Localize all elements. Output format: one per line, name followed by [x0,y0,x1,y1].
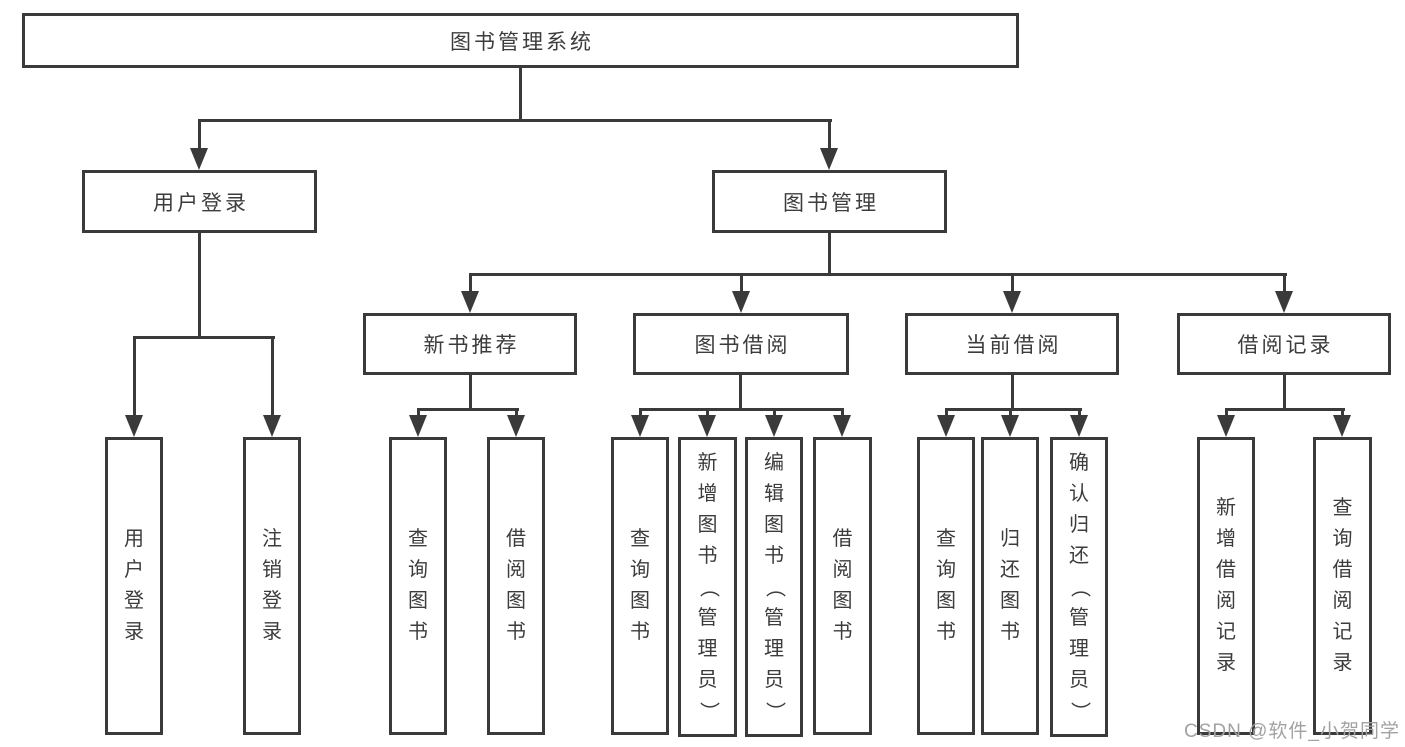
arrow-to-book-management [820,119,838,170]
leaf-query-books-current-label: 查询图书 [936,528,956,643]
connector-recommend-stem [469,375,472,408]
node-new-book-recommend: 新书推荐 [363,313,577,375]
leaf-borrow-books-borrowing: 借阅图书 [813,437,872,735]
leaf-add-borrow-record: 新增借阅记录 [1197,437,1255,735]
leaf-borrow-books-recommend: 借阅图书 [487,437,545,735]
node-new-book-recommend-label: 新书推荐 [423,334,520,357]
leaf-query-borrow-record-label: 查询借阅记录 [1332,497,1353,674]
leaf-query-borrow-record: 查询借阅记录 [1313,437,1372,735]
arrow-to-new-book-recommend [461,273,479,313]
node-borrowing-records-label: 借阅记录 [1237,334,1334,357]
arrow-to-borrowing-records [1275,273,1293,313]
leaf-add-books-admin-label: 新增图书（管理员） [697,451,719,722]
arrow-to-leaf-add-borrow-record [1217,408,1235,437]
leaf-query-books-recommend: 查询图书 [389,437,447,735]
connector-borrowing-bar [639,408,844,411]
arrow-to-leaf-query-books-recommend [409,408,427,437]
connector-borrowing-stem [739,375,742,408]
arrow-to-leaf-return-books [1001,408,1019,437]
node-current-borrowing: 当前借阅 [905,313,1119,375]
node-user-login-label: 用户登录 [153,191,249,215]
leaf-borrow-books-recommend-label: 借阅图书 [506,528,526,643]
arrow-to-leaf-logout [263,336,281,437]
connector-records-stem [1283,375,1286,408]
node-root-label: 图书管理系统 [450,30,594,54]
node-book-borrowing-label: 图书借阅 [694,334,791,357]
leaf-query-books-recommend-label: 查询图书 [408,528,428,643]
connector-records-bar [1225,408,1345,411]
connector-book-management-bar [469,273,1287,276]
arrow-to-leaf-query-books-borrowing [631,408,649,437]
arrow-to-leaf-query-books-current [937,408,955,437]
leaf-logout-label: 注销登录 [262,528,282,643]
leaf-user-login-label: 用户登录 [124,528,144,643]
node-user-login: 用户登录 [82,170,317,233]
connector-recommend-bar [417,408,519,411]
leaf-borrow-books-borrowing-label: 借阅图书 [832,528,853,643]
connector-root-bar [198,119,832,122]
leaf-query-books-current: 查询图书 [917,437,975,735]
connector-user-login-bar [133,336,275,339]
leaf-query-books-borrowing: 查询图书 [611,437,669,735]
connector-book-management-stem [828,233,831,273]
node-current-borrowing-label: 当前借阅 [965,334,1062,357]
arrow-to-book-borrowing [732,273,750,313]
node-borrowing-records: 借阅记录 [1177,313,1391,375]
arrow-to-leaf-edit-books-admin [765,408,783,437]
leaf-query-books-borrowing-label: 查询图书 [630,528,650,643]
arrow-to-leaf-confirm-return [1070,408,1088,437]
leaf-user-login: 用户登录 [105,437,163,735]
leaf-add-borrow-record-label: 新增借阅记录 [1216,497,1236,674]
node-root-library-system: 图书管理系统 [22,13,1019,68]
arrow-to-leaf-borrow-books-recommend [507,408,525,437]
leaf-return-books-label: 归还图书 [1000,528,1020,643]
arrow-to-leaf-query-borrow-record [1333,408,1351,437]
node-book-management: 图书管理 [712,170,947,233]
arrow-to-user-login [190,119,208,170]
arrow-to-current-borrowing [1003,273,1021,313]
watermark: CSDN @软件_小贺同学 [1184,721,1400,742]
arrow-to-leaf-user-login [125,336,143,437]
connector-current-stem [1011,375,1014,408]
leaf-edit-books-admin-label: 编辑图书（管理员） [763,451,786,722]
connector-root-stem [519,68,522,119]
leaf-confirm-return-admin: 确认归还（管理员） [1050,437,1108,737]
connector-current-bar [945,408,1082,411]
leaf-return-books: 归还图书 [981,437,1039,735]
leaf-logout: 注销登录 [243,437,301,735]
connector-user-login-stem [198,233,201,336]
arrow-to-leaf-add-books-admin [698,408,716,437]
leaf-edit-books-admin: 编辑图书（管理员） [745,437,803,737]
node-book-management-label: 图书管理 [783,191,879,215]
leaf-add-books-admin: 新增图书（管理员） [678,437,737,737]
arrow-to-leaf-borrow-books-borrowing [833,408,851,437]
leaf-confirm-return-admin-label: 确认归还（管理员） [1068,451,1091,722]
node-book-borrowing: 图书借阅 [633,313,849,375]
